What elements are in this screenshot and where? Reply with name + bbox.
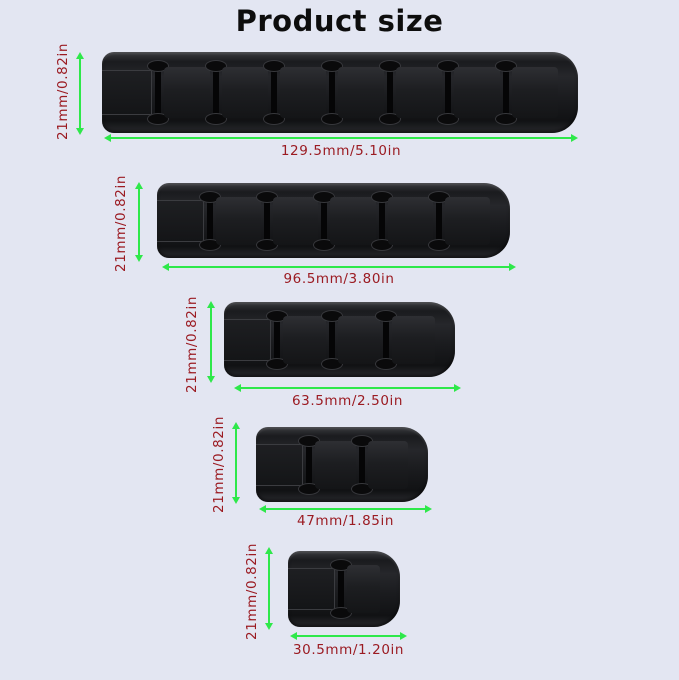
end-cap: [157, 199, 204, 242]
clip-segment: [454, 66, 500, 119]
clip-segment: [347, 564, 380, 614]
clip-segment: [367, 440, 408, 489]
width-dimension-arrow: [259, 505, 432, 513]
clip-segment: [222, 66, 268, 119]
end-cap: [256, 443, 303, 486]
cable-slot: [380, 61, 400, 124]
width-label: 96.5mm/3.80in: [283, 271, 395, 287]
clip-segment: [392, 315, 435, 364]
cable-clip-5-slot-image: [157, 183, 510, 258]
cable-slot: [200, 191, 220, 250]
height-dimension-arrow: [265, 547, 273, 630]
height-dimension-arrow: [207, 301, 215, 383]
width-dimension-arrow: [290, 632, 407, 640]
clip-segment: [330, 196, 376, 245]
width-label: 63.5mm/2.50in: [291, 393, 404, 409]
cable-slot: [314, 191, 335, 250]
clip-segment: [512, 66, 558, 119]
cable-slot: [496, 61, 516, 124]
cable-slot: [264, 61, 284, 124]
cable-clip-2-slot-image: [256, 427, 428, 502]
width-label: 30.5mm/1.20in: [292, 642, 405, 658]
cable-slot: [322, 61, 342, 124]
cable-slot: [267, 310, 287, 369]
clip-segment: [337, 315, 381, 364]
height-label: 21mm/0.82in: [55, 43, 71, 140]
cable-clip-3-slot-image: [224, 302, 455, 377]
cable-slot: [206, 61, 226, 124]
clip-segment: [338, 66, 384, 119]
width-dimension-arrow: [162, 263, 516, 271]
cable-slot: [438, 61, 458, 124]
width-dimension-arrow: [104, 134, 578, 142]
height-label: 21mm/0.82in: [244, 543, 260, 640]
clip-segment: [283, 315, 326, 364]
page-title: Product size: [235, 4, 444, 38]
height-dimension-arrow: [135, 182, 143, 262]
cable-slot: [351, 435, 372, 494]
end-cap: [102, 69, 152, 116]
clip-segment: [216, 196, 262, 245]
end-cap: [288, 567, 335, 611]
clip-segment: [164, 66, 210, 119]
height-label: 21mm/0.82in: [211, 416, 227, 513]
width-label: 129.5mm/5.10in: [280, 143, 402, 159]
cable-clip-1-slot-image: [288, 551, 400, 627]
clip-segment: [387, 196, 433, 245]
cable-slot: [148, 61, 168, 124]
clip-segment: [280, 66, 326, 119]
width-dimension-arrow: [234, 384, 461, 392]
cable-slot: [321, 310, 342, 369]
clip-segment: [315, 440, 356, 489]
cable-slot: [428, 191, 449, 250]
cable-slot: [376, 310, 397, 369]
height-label: 21mm/0.82in: [113, 175, 129, 272]
clip-segment: [444, 196, 490, 245]
clip-segment: [396, 66, 442, 119]
cable-slot: [331, 559, 351, 619]
end-cap: [224, 318, 271, 361]
cable-clip-7-slot-image: [102, 52, 578, 133]
cable-slot: [257, 191, 278, 250]
height-dimension-arrow: [232, 422, 240, 504]
cable-slot: [299, 435, 319, 494]
height-dimension-arrow: [76, 52, 84, 135]
cable-slot: [371, 191, 392, 250]
width-label: 47mm/1.85in: [297, 513, 394, 529]
clip-segment: [273, 196, 319, 245]
height-label: 21mm/0.82in: [184, 296, 200, 393]
